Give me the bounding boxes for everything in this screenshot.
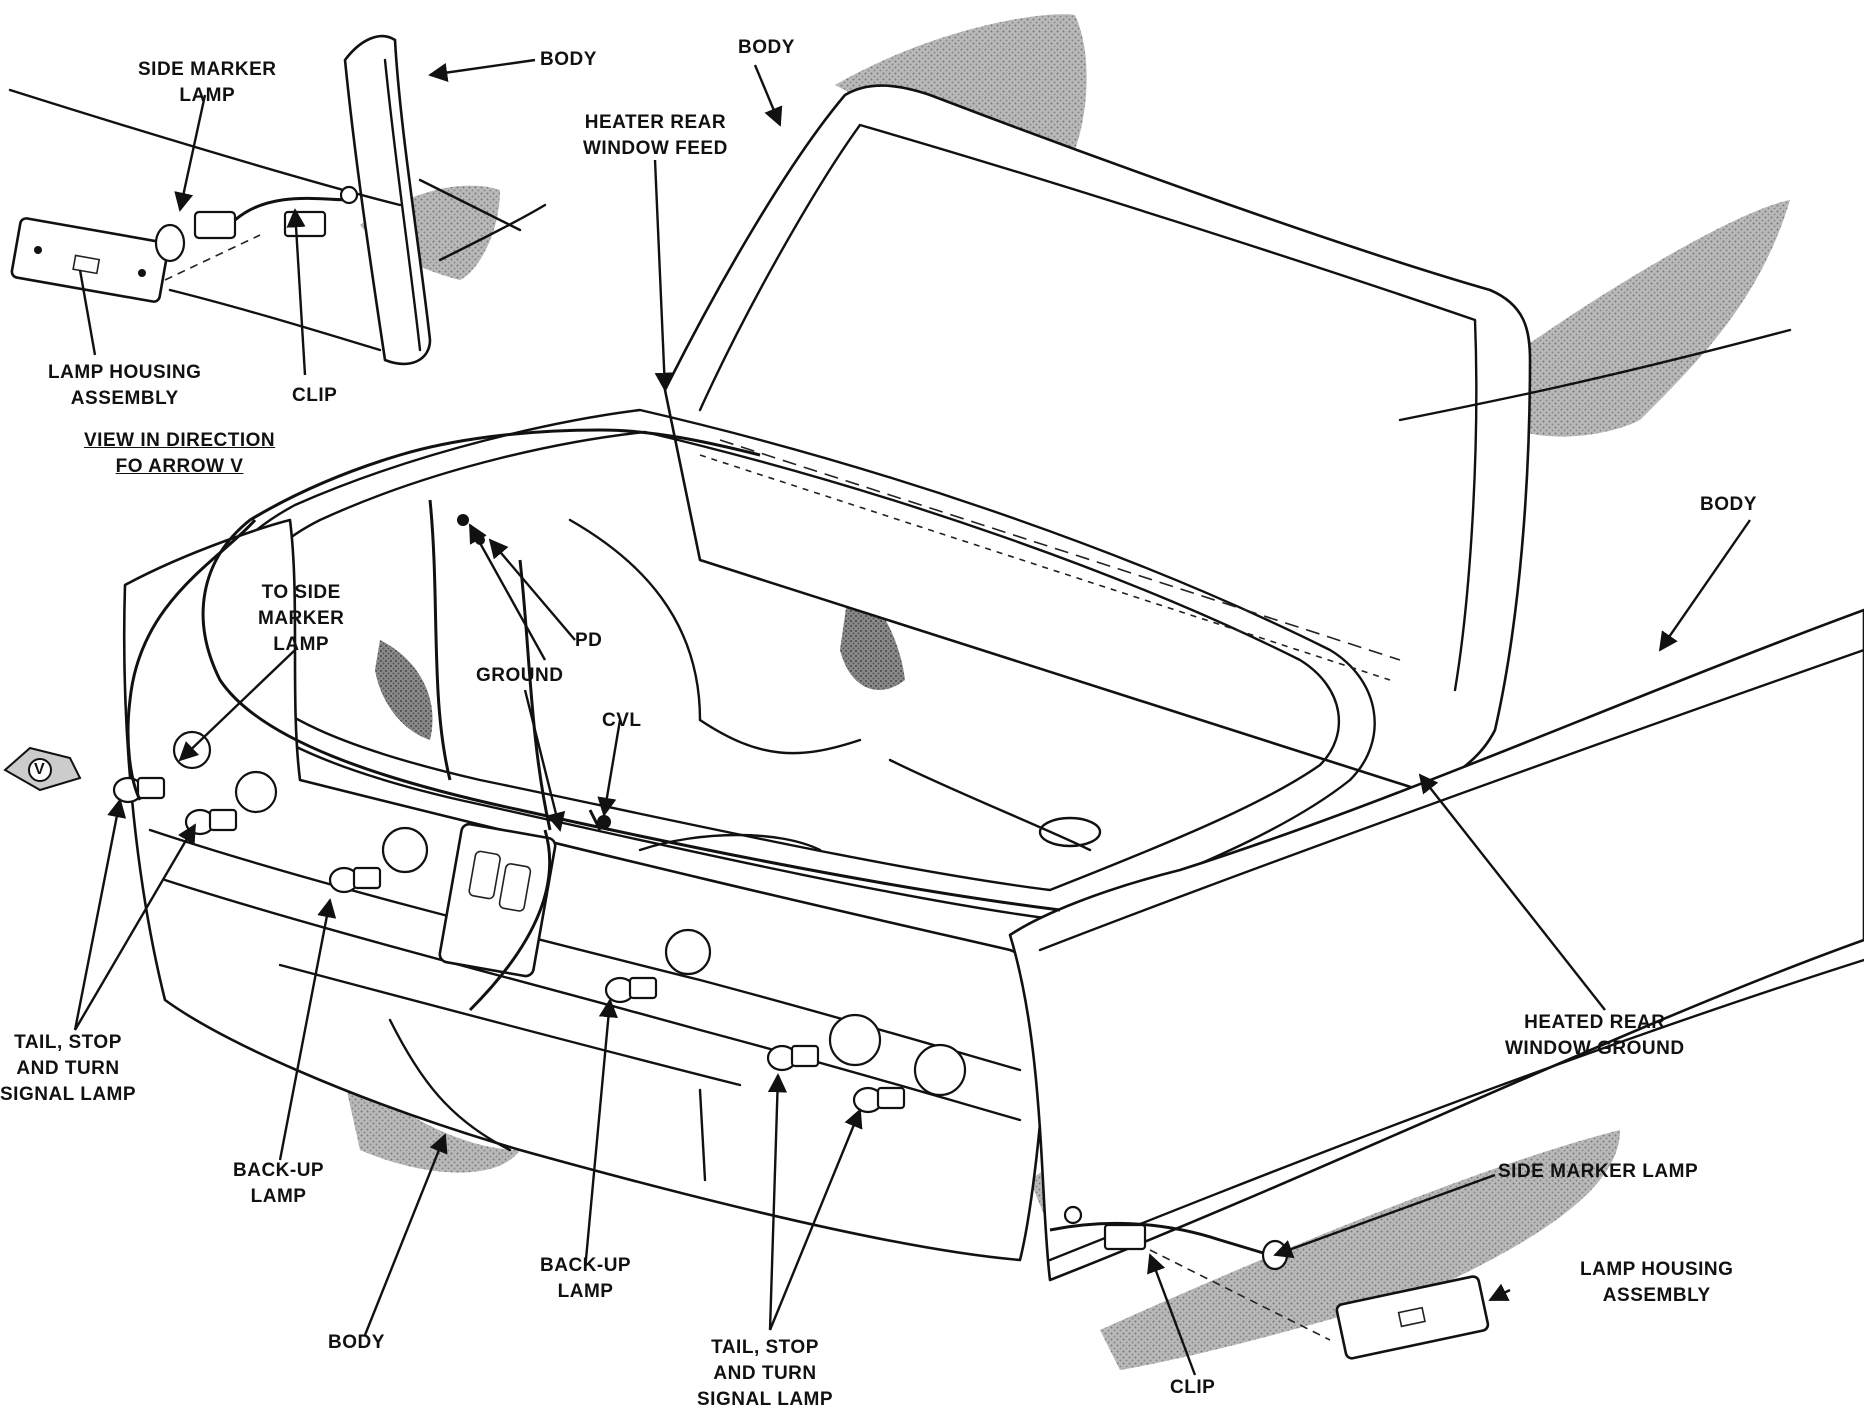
label-clip-top: CLIP (292, 385, 338, 406)
lamp-socket-tail-right (766, 1044, 820, 1072)
label-clip-bottom: CLIP (1170, 1377, 1216, 1398)
lamp-socket-backup-left (328, 866, 382, 894)
label-line: HEATER REAR (584, 112, 727, 133)
label-lamp-housing-bottom: LAMP HOUSING ASSEMBLY (1580, 1257, 1733, 1309)
side-marker-inset-top (10, 185, 359, 303)
view-arrow-v (3, 746, 82, 792)
label-line: SIGNAL LAMP (697, 1389, 834, 1410)
label-cvl: CVL (602, 710, 642, 731)
label-line: WINDOW FEED (583, 138, 728, 159)
label-body-bottom: BODY (328, 1332, 385, 1353)
label-line: BACK-UP (233, 1160, 325, 1181)
label-line: ASSEMBLY (70, 388, 179, 409)
label-body-top-left: BODY (540, 49, 597, 70)
label-body-right: BODY (1700, 494, 1757, 515)
label-view-in-direction: VIEW IN DIRECTION FO ARROW V (84, 428, 275, 480)
label-line: WINDOW GROUND (1505, 1038, 1685, 1059)
label-line: LAMP (273, 634, 330, 655)
label-body-top-center: BODY (738, 37, 795, 58)
lamp-socket-tail-right-2 (852, 1086, 906, 1114)
label-backup-lamp-left: BACK-UP LAMP (233, 1158, 324, 1210)
label-line: LAMP HOUSING (48, 362, 202, 383)
label-line: ASSEMBLY (1602, 1285, 1711, 1306)
vehicle-body-outline (8, 34, 1864, 1282)
label-lamp-housing-top: LAMP HOUSING ASSEMBLY (48, 360, 201, 412)
label-line: SIDE MARKER (138, 59, 277, 80)
label-tail-stop-turn-left: TAIL, STOP AND TURN SIGNAL LAMP (0, 1030, 136, 1108)
label-line: SIGNAL LAMP (0, 1084, 137, 1105)
label-heater-rear-window-feed: HEATER REAR WINDOW FEED (583, 110, 728, 162)
label-line: BACK-UP (540, 1255, 632, 1276)
label-to-side-marker-lamp: TO SIDE MARKER LAMP (258, 580, 344, 658)
label-line: TAIL, STOP (14, 1032, 122, 1053)
label-line: VIEW IN DIRECTION (84, 430, 276, 451)
label-line: LAMP (250, 1186, 307, 1207)
label-line: MARKER (258, 608, 345, 629)
label-line: AND TURN (16, 1058, 120, 1079)
label-ground: GROUND (476, 665, 564, 686)
label-pd: PD (575, 630, 603, 651)
label-line: FO ARROW V (115, 456, 244, 477)
label-line: TO SIDE (261, 582, 341, 603)
label-side-marker-lamp-top: SIDE MARKER LAMP (138, 57, 277, 109)
lamp-socket-backup-center (604, 976, 658, 1004)
label-line: LAMP (179, 85, 236, 106)
label-line: AND TURN (713, 1363, 817, 1384)
label-arrow-v: V (34, 761, 46, 778)
label-side-marker-lamp-bottom: SIDE MARKER LAMP (1498, 1161, 1699, 1182)
label-line: LAMP (557, 1281, 614, 1302)
label-backup-lamp-center: BACK-UP LAMP (540, 1253, 631, 1305)
lamp-socket-tail-left-2 (184, 808, 238, 836)
label-heated-rear-window-ground: HEATED REAR WINDOW GROUND (1505, 1010, 1685, 1062)
label-line: HEATED REAR (1524, 1012, 1666, 1033)
label-line: TAIL, STOP (711, 1337, 819, 1358)
label-tail-stop-turn-bottom: TAIL, STOP AND TURN SIGNAL LAMP (697, 1335, 833, 1413)
leader-lines (73, 58, 1751, 1376)
label-line: LAMP HOUSING (1580, 1259, 1734, 1280)
